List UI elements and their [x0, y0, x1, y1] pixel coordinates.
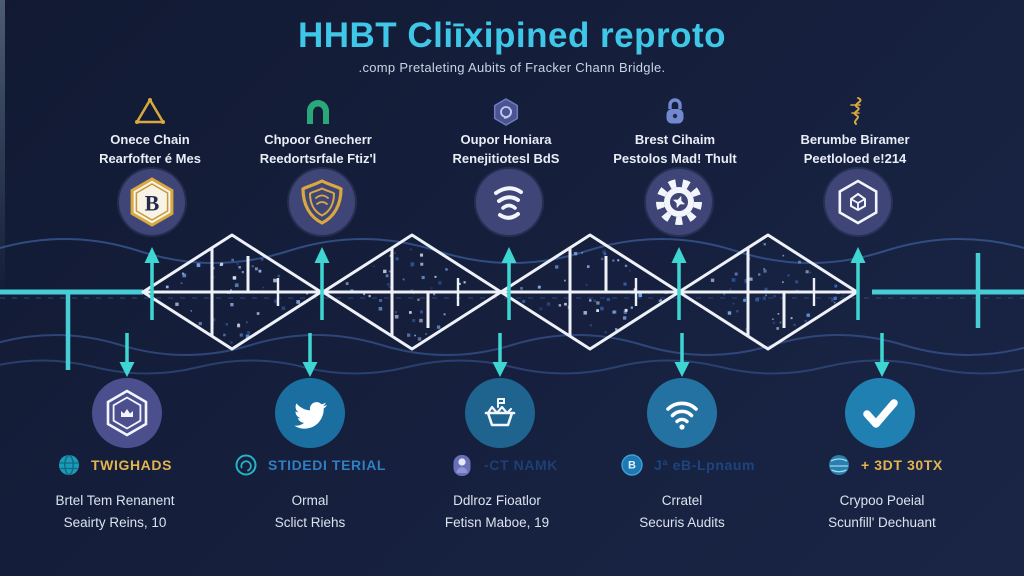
top-circle-badge	[825, 169, 891, 235]
checkmark-icon	[863, 399, 898, 428]
coin-b-icon: B	[621, 454, 643, 476]
wifi-icon	[666, 401, 698, 430]
bridge-diamond	[141, 233, 323, 351]
globe-icon	[829, 455, 849, 475]
swirl-badge-icon	[235, 454, 257, 476]
top-circle-badge	[476, 169, 542, 235]
top-circle-badge: B	[119, 169, 185, 235]
page-title: HHBT Cliīxipined reproto	[297, 16, 727, 55]
flow-arrow-down	[874, 333, 890, 377]
bridge-network-diagram	[0, 233, 1024, 377]
top-item-label: Chpoor Gnecherr	[264, 132, 372, 147]
mini-label-text: STIDEDI TERIAL	[268, 457, 387, 473]
top-item-label: Pestolos Mad! Thult	[613, 151, 737, 166]
caption-line: Brtel Tem Renanent	[55, 493, 175, 508]
gold-flourish-icon	[765, 94, 945, 130]
caption: Crypoo Poeial Scunfill' Dechuant	[772, 490, 992, 534]
globe-icon	[59, 454, 79, 476]
bridge-diamond	[677, 233, 859, 351]
mini-label: + 3DT 30TX	[828, 452, 943, 478]
mini-label: STIDEDI TERIAL	[235, 452, 386, 478]
bridge-diamond	[499, 233, 681, 351]
top-item-label: Onece Chain	[110, 132, 190, 147]
top-item-label: Peetloloed e!214	[803, 151, 907, 166]
boat-icon	[484, 398, 516, 427]
left-edge-strip	[0, 0, 5, 295]
bottom-circle-badge	[275, 378, 345, 448]
top-item: Brest Cihaim Pestolos Mad! Thult	[585, 94, 765, 168]
mini-label: TWIGHADS	[58, 452, 172, 478]
top-item-label: Oupor Honiara	[460, 132, 552, 147]
flow-arrow-up	[314, 247, 330, 320]
flow-arrow-up	[671, 247, 687, 320]
caption-line: Sclict Riehs	[274, 515, 346, 530]
mini-label-text: Jª eB-Lpnaum	[654, 457, 756, 473]
bottom-circle-badge	[845, 378, 915, 448]
top-item: Berumbe Biramer Peetloloed e!214	[765, 94, 945, 168]
caption-line: Ddlroz Fioatlor	[453, 493, 541, 508]
svg-text:B: B	[628, 460, 636, 472]
top-item-label: Brest Cihaim	[634, 132, 716, 147]
mini-label-text: -CT NAMK	[484, 457, 559, 473]
caption: Ormal Sclict Riehs	[200, 490, 420, 534]
top-circle-badge	[289, 169, 355, 235]
mini-label-text: + 3DT 30TX	[861, 457, 943, 473]
caption-line: Securis Audits	[639, 515, 725, 530]
gear-icon	[656, 179, 702, 225]
mini-label-text: TWIGHADS	[91, 457, 173, 473]
spiral-icon	[494, 186, 523, 220]
bottom-circle-badge	[465, 378, 535, 448]
page-subtitle: .comp Pretaleting Aubits of Fracker Chan…	[358, 60, 666, 75]
top-item-label: Rearfofter é Mes	[99, 151, 201, 166]
top-item: Oupor Honiara Renejitiotesl BdS	[416, 94, 596, 168]
caption-line: Fetisn Maboe, 19	[444, 515, 550, 530]
mini-label: B Jª eB-Lpnaum	[621, 452, 755, 478]
top-circle-badge	[646, 169, 712, 235]
flow-arrow-down	[302, 333, 318, 377]
flow-arrow-down	[119, 333, 135, 377]
top-item-label: Berumbe Biramer	[800, 132, 910, 147]
hexagon-emblem-icon	[838, 179, 878, 225]
flow-arrow-down	[492, 333, 508, 377]
top-item: Onece Chain Rearfofter é Mes	[60, 94, 240, 168]
padlock-icon	[585, 94, 765, 130]
warning-triangle-icon	[60, 94, 240, 130]
top-item: Chpoor Gnecherr Reedortsrfale Ftiz'l	[228, 94, 408, 168]
flow-arrow-up	[144, 247, 160, 320]
bridge-diamond	[321, 233, 503, 351]
flow-arrow-up	[501, 247, 517, 320]
flow-arrow-up	[850, 247, 866, 320]
arch-shelter-icon	[228, 94, 408, 130]
mini-label: -CT NAMK	[451, 452, 558, 478]
gold-shield-icon	[301, 179, 343, 225]
caption-line: Crratel	[661, 493, 703, 508]
caption-line: Crypoo Poeial	[839, 493, 925, 508]
top-item-label: Renejitiotesl BdS	[452, 151, 560, 166]
flow-arrow-down	[674, 333, 690, 377]
caption-line: Scunfill' Dechuant	[828, 515, 936, 530]
hexagon-crest-icon	[106, 389, 148, 437]
badge-letter: B	[145, 191, 160, 216]
caption-line: Seairty Reins, 10	[63, 515, 167, 530]
hexagon-swirl-icon	[416, 94, 596, 130]
person-badge-icon	[453, 455, 471, 476]
bottom-circle-badge	[92, 378, 162, 448]
caption: Ddlroz Fioatlor Fetisn Maboe, 19	[387, 490, 607, 534]
top-item-label: Reedortsrfale Ftiz'l	[259, 151, 377, 166]
hexagon-b-badge-icon: B	[130, 177, 174, 227]
twitter-bird-icon	[294, 402, 328, 429]
caption-line: Ormal	[291, 493, 329, 508]
caption: Brtel Tem Renanent Seairty Reins, 10	[5, 490, 225, 534]
bottom-circle-badge	[647, 378, 717, 448]
caption: Crratel Securis Audits	[572, 490, 792, 534]
